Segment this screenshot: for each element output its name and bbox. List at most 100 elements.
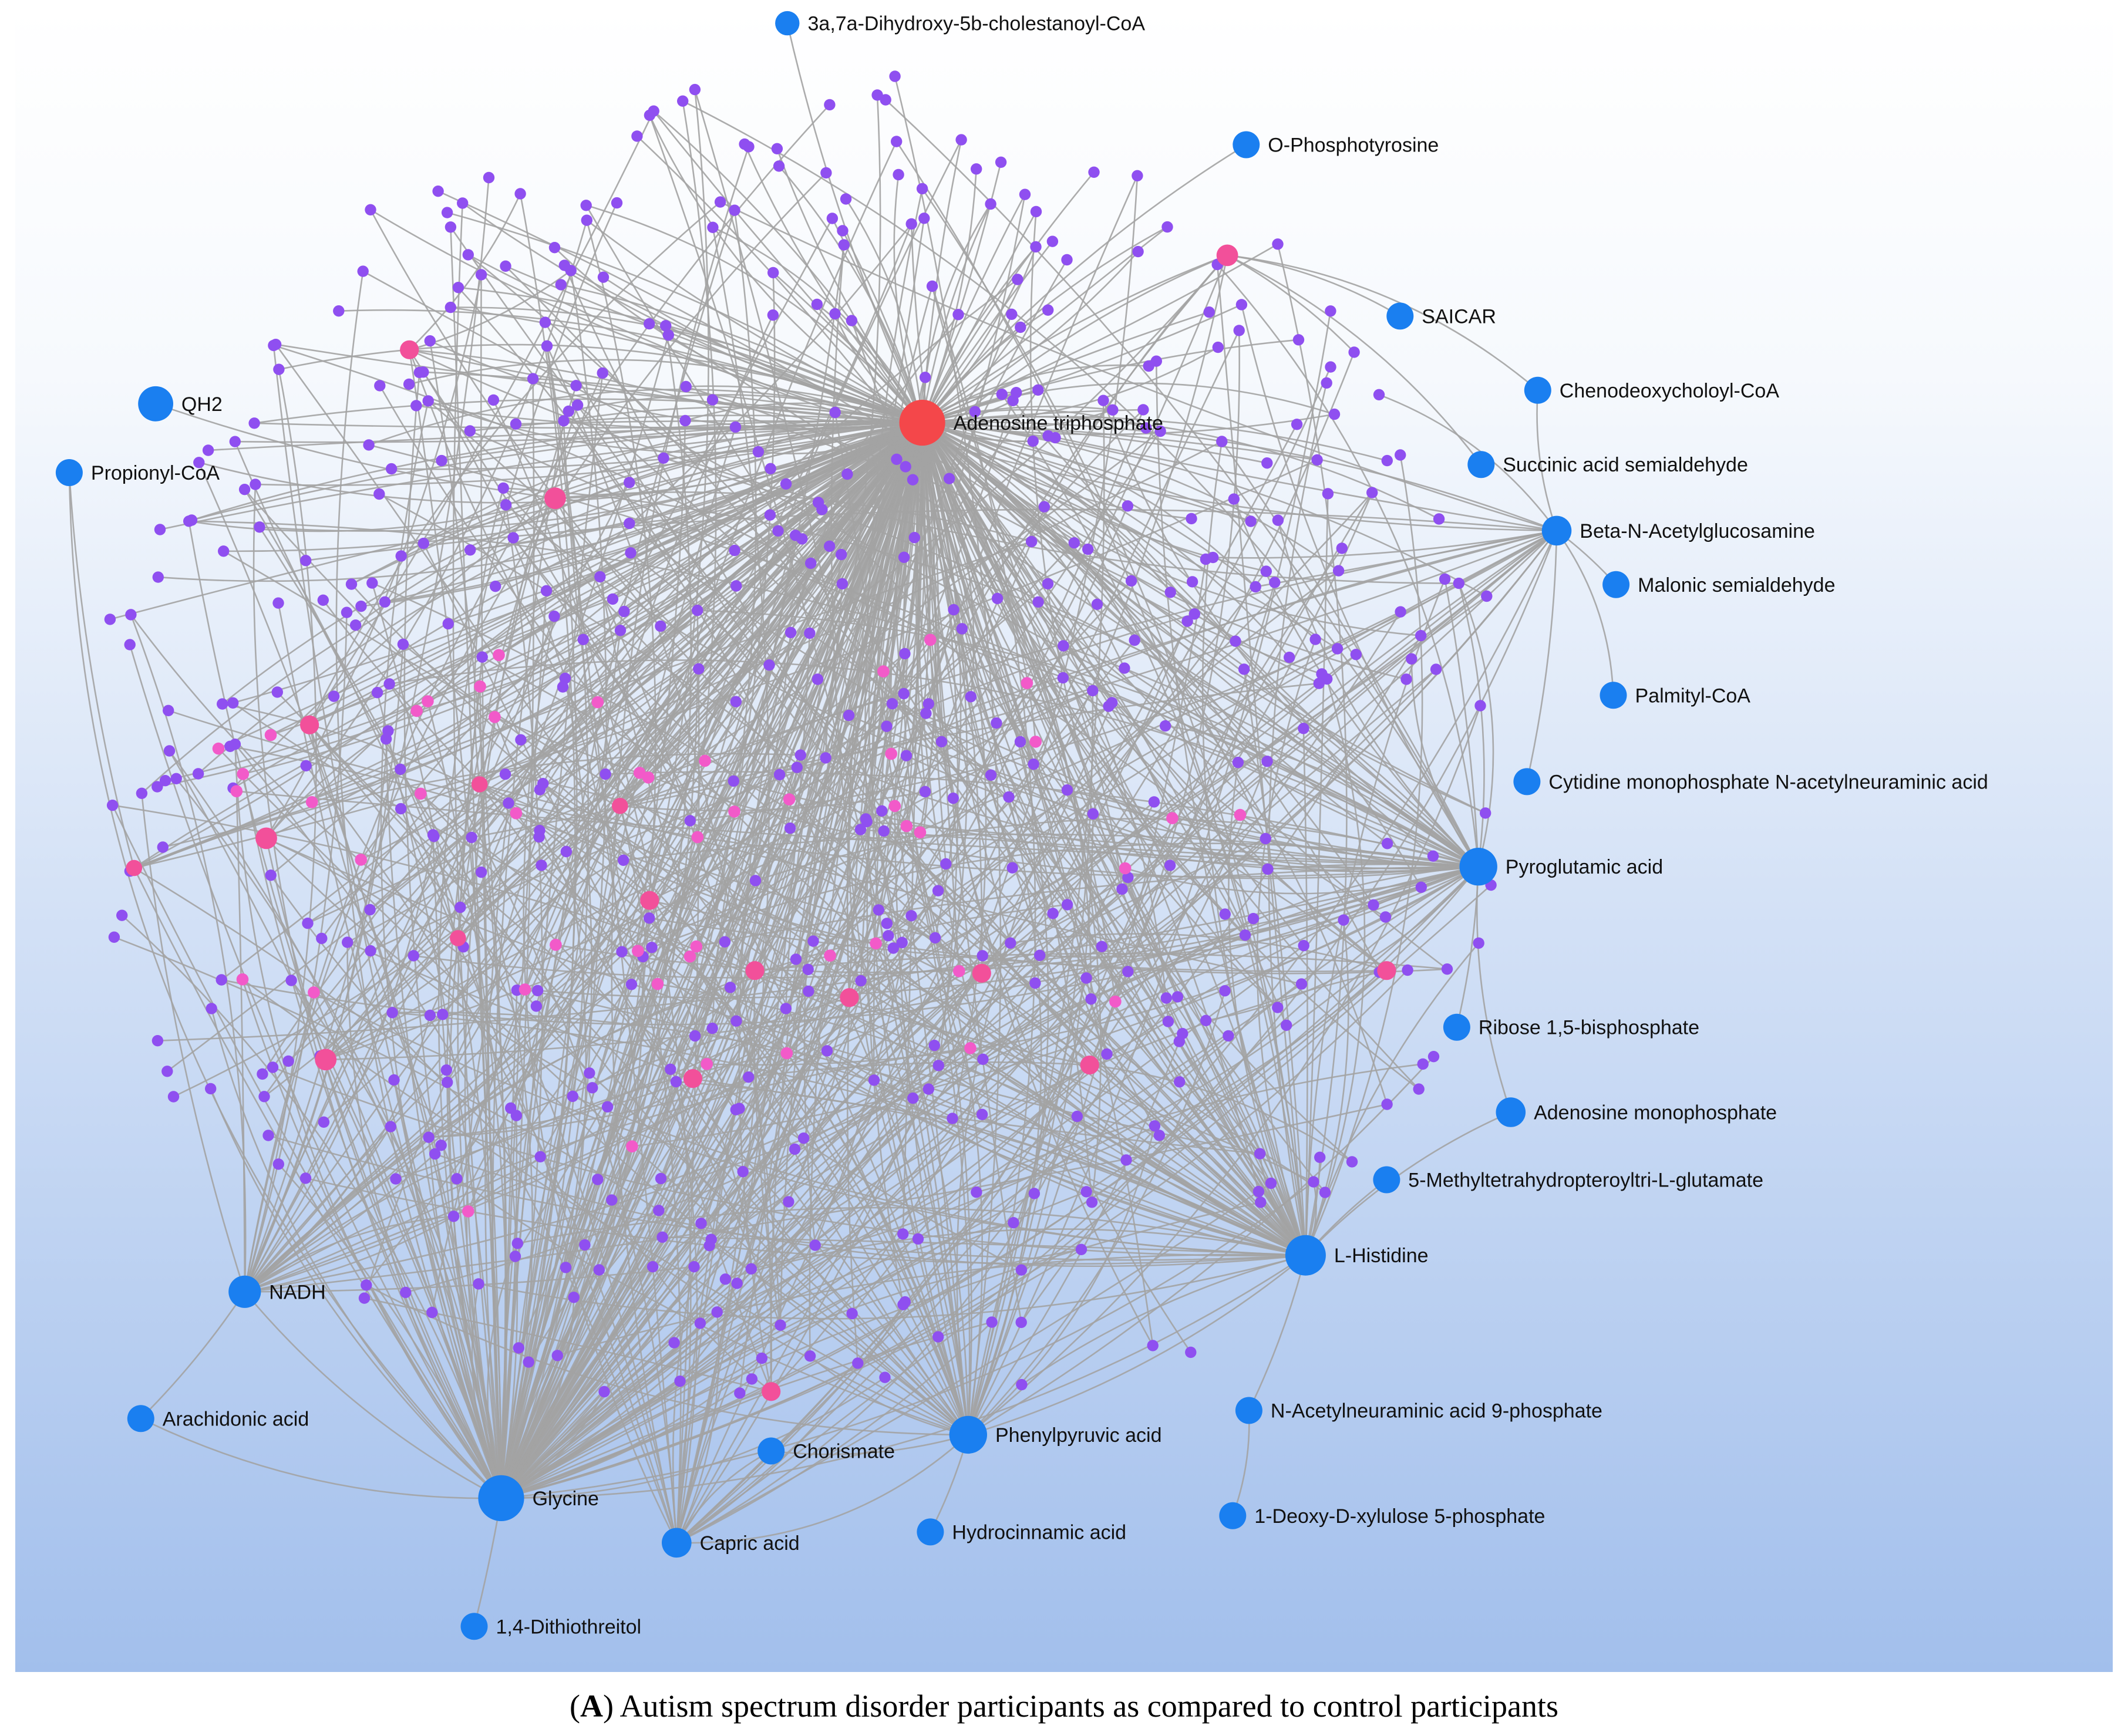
small-node (170, 773, 182, 785)
network-edge (133, 422, 923, 869)
network-edge (1001, 393, 1307, 1256)
small-node (216, 974, 227, 986)
small-node (454, 901, 466, 913)
caption-prefix: ( (569, 1688, 580, 1724)
network-edge (544, 322, 1307, 1256)
small-node (1272, 1002, 1284, 1013)
network-edge (755, 818, 1479, 882)
small-node (473, 1278, 484, 1290)
small-node (900, 461, 911, 473)
small-node (379, 596, 391, 608)
network-edge (325, 611, 1401, 1061)
small-node (1430, 663, 1442, 675)
small-intermediate-node (1109, 995, 1122, 1008)
small-node (1260, 565, 1272, 577)
small-node (363, 439, 375, 451)
small-node (846, 315, 858, 326)
small-node (977, 950, 988, 962)
small-node (541, 340, 553, 352)
network-edge (720, 201, 1557, 532)
network-edge (157, 865, 1479, 1041)
small-node (646, 942, 658, 953)
small-node (1328, 408, 1341, 420)
network-edge (902, 422, 983, 1115)
small-node (1005, 937, 1016, 949)
network-edge (921, 226, 1168, 423)
small-node (592, 1174, 604, 1185)
small-node (1212, 341, 1224, 353)
small-node (1381, 454, 1393, 467)
small-node (400, 1286, 412, 1299)
small-node (268, 339, 280, 352)
network-edge (921, 168, 977, 423)
small-node (952, 309, 964, 321)
node-circle (775, 11, 800, 36)
small-node (674, 1376, 686, 1387)
small-node (1331, 643, 1344, 655)
small-node (361, 1279, 372, 1291)
small-node (893, 168, 904, 181)
network-edge (500, 1249, 1082, 1499)
small-node (1350, 649, 1362, 660)
network-edge (244, 1052, 787, 1293)
network-edge (500, 955, 984, 1499)
small-node (912, 1233, 924, 1245)
small-node (537, 778, 549, 790)
intermediate-node (840, 988, 859, 1007)
small-intermediate-node (489, 711, 501, 723)
network-edge (255, 422, 922, 486)
small-node (581, 214, 592, 226)
network-edge (619, 805, 737, 1110)
small-node (440, 1064, 452, 1076)
small-node (730, 580, 742, 592)
network-edge (244, 836, 435, 1293)
network-edge (921, 422, 960, 972)
small-node (514, 188, 526, 200)
network-edge (1089, 492, 1373, 1066)
small-node (677, 95, 689, 107)
small-intermediate-node (780, 1047, 793, 1060)
small-node (680, 380, 692, 393)
network-edge (699, 422, 923, 1324)
network-edge (244, 218, 833, 1292)
small-node (920, 707, 932, 719)
small-node (900, 750, 913, 761)
small-node (300, 555, 312, 567)
small-node (730, 1015, 742, 1027)
small-node (1216, 436, 1228, 447)
small-node (342, 936, 353, 948)
network-edge (479, 784, 507, 1498)
small-node (907, 474, 919, 486)
network-edge (657, 983, 1307, 1256)
small-node (500, 260, 511, 272)
small-node (1219, 985, 1231, 997)
network-edge (967, 977, 1087, 1435)
network-edge (921, 144, 1247, 423)
network-edge (555, 865, 1479, 973)
network-edge (921, 422, 1123, 889)
network-edge (649, 917, 1387, 972)
small-node (1186, 513, 1197, 525)
network-edge (922, 421, 1557, 532)
small-node (607, 593, 619, 605)
figure-caption: (A) Autism spectrum disorder participant… (0, 1677, 2128, 1735)
network-edge (1240, 814, 1479, 868)
network-edge (771, 1434, 969, 1455)
small-node (1080, 1186, 1092, 1198)
small-intermediate-node (1029, 736, 1042, 748)
small-node (876, 805, 888, 817)
network-edge (325, 690, 1093, 1061)
network-edge (921, 422, 1486, 814)
network-graph: Adenosine triphosphate3a,7a-Dihydroxy-5b… (15, 7, 2113, 1672)
small-node (1309, 633, 1321, 645)
network-edge (921, 254, 1228, 424)
node-circle (1459, 848, 1497, 886)
node-label: 1,4-Dithiothreitol (496, 1616, 642, 1638)
network-edge (921, 422, 1132, 582)
node-circle (1467, 451, 1495, 478)
network-edge (921, 422, 1388, 844)
small-node (1406, 653, 1417, 665)
small-node (1087, 808, 1099, 820)
node-label: Malonic semialdehyde (1638, 574, 1835, 596)
network-edge (140, 1291, 245, 1420)
